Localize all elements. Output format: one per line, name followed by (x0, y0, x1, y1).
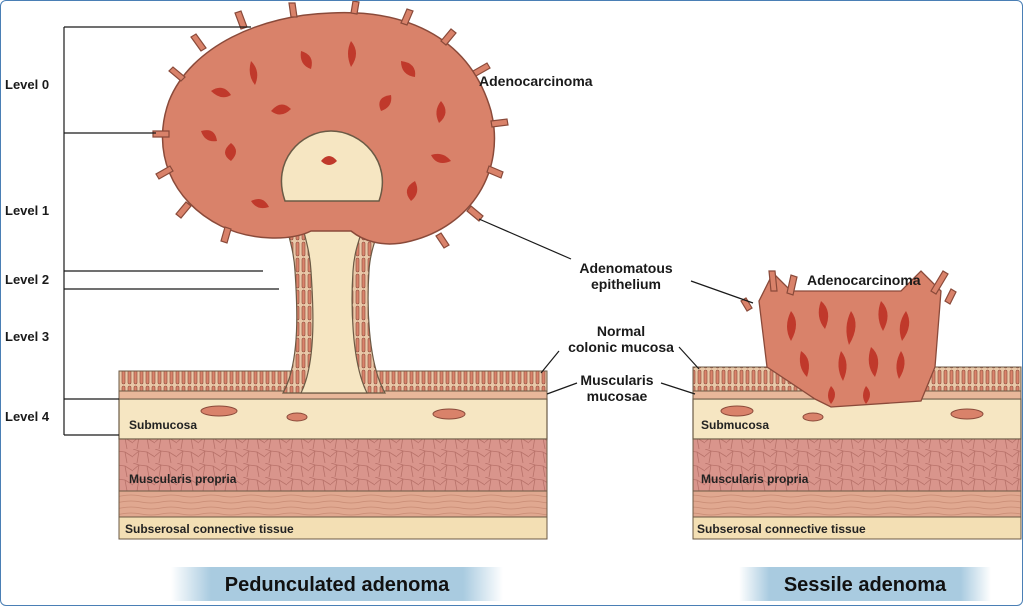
vessel-2 (286, 412, 308, 422)
normal-mucosa-label-line1: Normal (597, 323, 645, 339)
carcinoma-glands-right (787, 301, 910, 404)
normal-mucosa-label-line2: colonic mucosa (568, 339, 674, 355)
sessile-banner (739, 567, 991, 601)
adenomatous-label-line2: epithelium (591, 276, 661, 292)
subserosal-label-left: Subserosal connective tissue (125, 522, 294, 536)
subserosal-label-right: Subserosal connective tissue (697, 522, 866, 536)
pedunculated-banner (171, 567, 503, 601)
longitudinal-muscle-left (118, 490, 548, 518)
vessel-5 (802, 412, 824, 422)
submucosa-label-right: Submucosa (701, 418, 769, 432)
longitudinal-muscle-right (692, 490, 1022, 518)
adenomatous-label-line1: Adenomatous (579, 260, 673, 276)
carcinoma-glands-left (201, 41, 451, 209)
level-1-label: Level 1 (5, 203, 49, 218)
level-bracket (63, 26, 279, 436)
pedunculated-banner-text: Pedunculated adenoma (225, 574, 450, 596)
submucosa-label-left: Submucosa (129, 418, 197, 432)
muscularis-propria-layer-right (692, 438, 1022, 492)
vessel-4 (720, 405, 754, 417)
vessel-1 (200, 405, 238, 417)
adenocarcinoma-label-right: Adenocarcinoma (807, 272, 921, 288)
muscularis-propria-label-right: Muscularis propria (701, 472, 809, 486)
polyp-head (152, 1, 509, 249)
leader-lines (478, 218, 754, 395)
level-0-label: Level 0 (5, 77, 49, 92)
vessel-3 (432, 408, 466, 420)
sessile-tumor (740, 270, 957, 408)
muscularis-propria-layer-left (118, 438, 548, 492)
sessile-banner-text: Sessile adenoma (784, 574, 947, 596)
level-2-label: Level 2 (5, 272, 49, 287)
level-4-label: Level 4 (5, 409, 50, 424)
level-3-label: Level 3 (5, 329, 49, 344)
muscularis-propria-label-left: Muscularis propria (129, 472, 237, 486)
vessel-6 (950, 408, 984, 420)
adenocarcinoma-label-left: Adenocarcinoma (479, 73, 593, 89)
pedunculated-tissue-layers (118, 370, 548, 540)
submucosa-layer-left (118, 398, 548, 440)
subserosa-layer-right (692, 516, 1022, 540)
subserosa-layer-left (118, 516, 548, 540)
muscularis-mucosae-label-line2: mucosae (587, 388, 648, 404)
muscularis-mucosae-label-line1: Muscularis (580, 372, 653, 388)
